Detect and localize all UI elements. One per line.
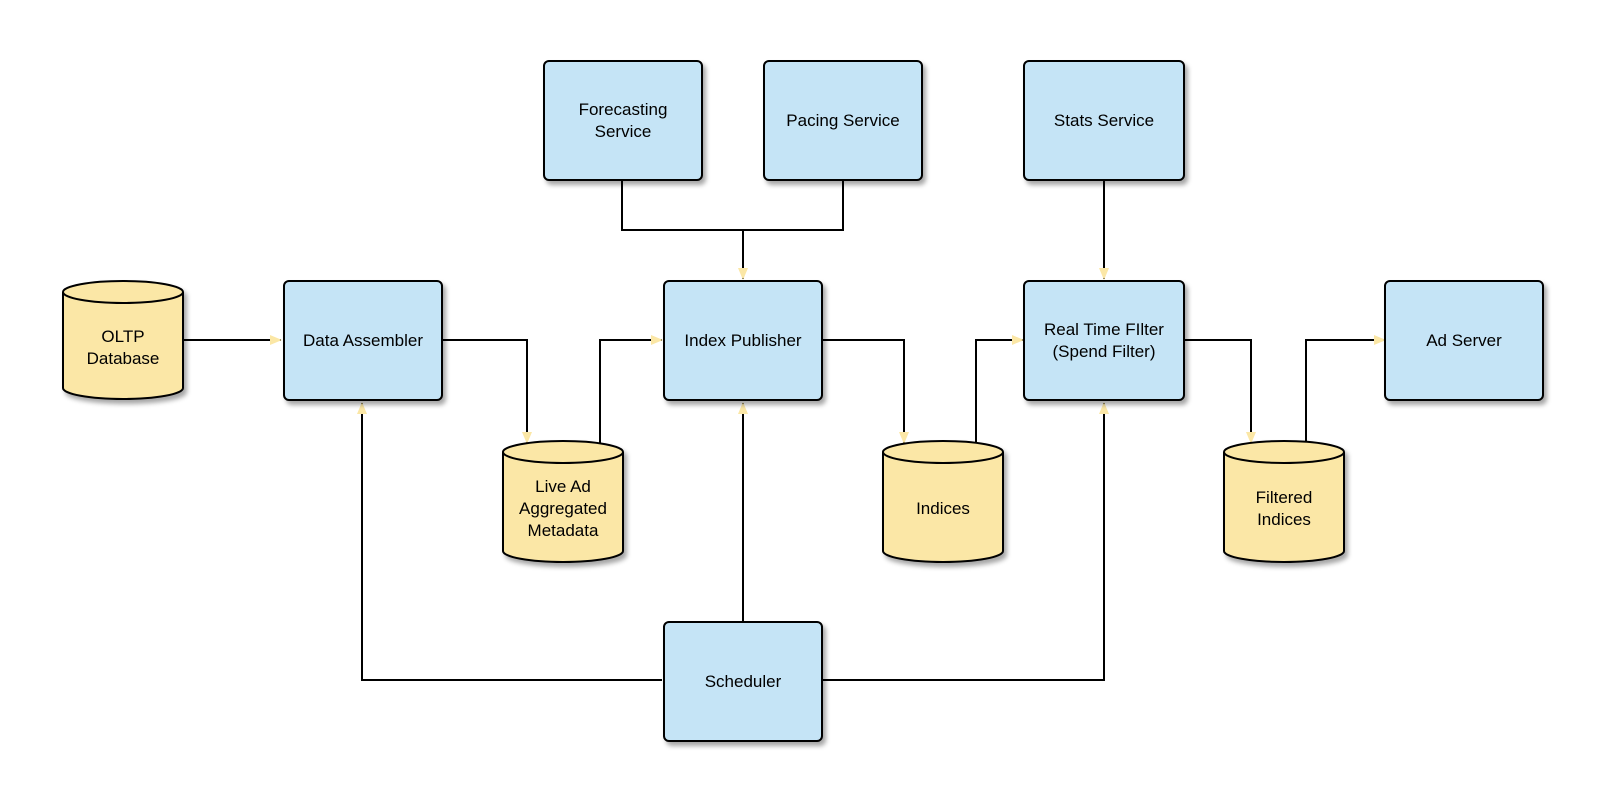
store-indices-label: Indices <box>916 499 970 518</box>
edge-index-publisher-to-indices <box>823 339 909 444</box>
edge-forecasting-to-index-publisher <box>621 181 743 231</box>
store-oltp-database-label: OLTP Database <box>86 326 160 368</box>
store-filtered-indices[interactable] <box>1223 440 1345 563</box>
node-stats-service-label: Stats Service <box>1053 110 1155 130</box>
node-pacing-service-label: Pacing Service <box>786 110 900 130</box>
edge-live-ad-metadata-to-index-publisher <box>599 335 663 443</box>
edge-indices-to-real-time-filter <box>975 335 1024 443</box>
connectors <box>181 181 1386 681</box>
node-real-time-filter[interactable]: Real Time FIlter (Spend Filter) <box>1023 280 1185 401</box>
edge-scheduler-to-real-time-filter <box>823 402 1109 681</box>
store-live-ad-metadata-label: Live Ad Aggregated Metadata <box>519 477 607 540</box>
node-scheduler-label: Scheduler <box>704 671 782 691</box>
node-index-publisher-label: Index Publisher <box>684 330 802 350</box>
node-forecasting-service-label: Forecasting Service <box>578 99 668 141</box>
node-real-time-filter-label: Real Time FIlter (Spend Filter) <box>1044 319 1164 361</box>
node-scheduler[interactable]: Scheduler <box>663 621 823 742</box>
store-oltp-database[interactable] <box>62 280 184 400</box>
node-pacing-service[interactable]: Pacing Service <box>763 60 923 181</box>
node-data-assembler[interactable]: Data Assembler <box>283 280 443 401</box>
node-ad-server-label: Ad Server <box>1426 330 1502 350</box>
edge-pacing-to-index-publisher <box>738 181 844 280</box>
node-stats-service[interactable]: Stats Service <box>1023 60 1185 181</box>
node-data-assembler-label: Data Assembler <box>303 330 423 350</box>
edge-data-assembler-to-live-ad-metadata <box>443 339 532 444</box>
edge-filtered-indices-to-ad-server <box>1305 335 1386 443</box>
store-live-ad-metadata[interactable] <box>502 440 624 563</box>
node-index-publisher[interactable]: Index Publisher <box>663 280 823 401</box>
node-ad-server[interactable]: Ad Server <box>1384 280 1544 401</box>
edge-real-time-filter-to-filtered-indices <box>1185 339 1256 444</box>
store-indices[interactable] <box>882 440 1004 563</box>
edge-scheduler-to-data-assembler <box>357 402 662 681</box>
node-forecasting-service[interactable]: Forecasting Service <box>543 60 703 181</box>
store-filtered-indices-label: Filtered Indices <box>1255 488 1313 529</box>
